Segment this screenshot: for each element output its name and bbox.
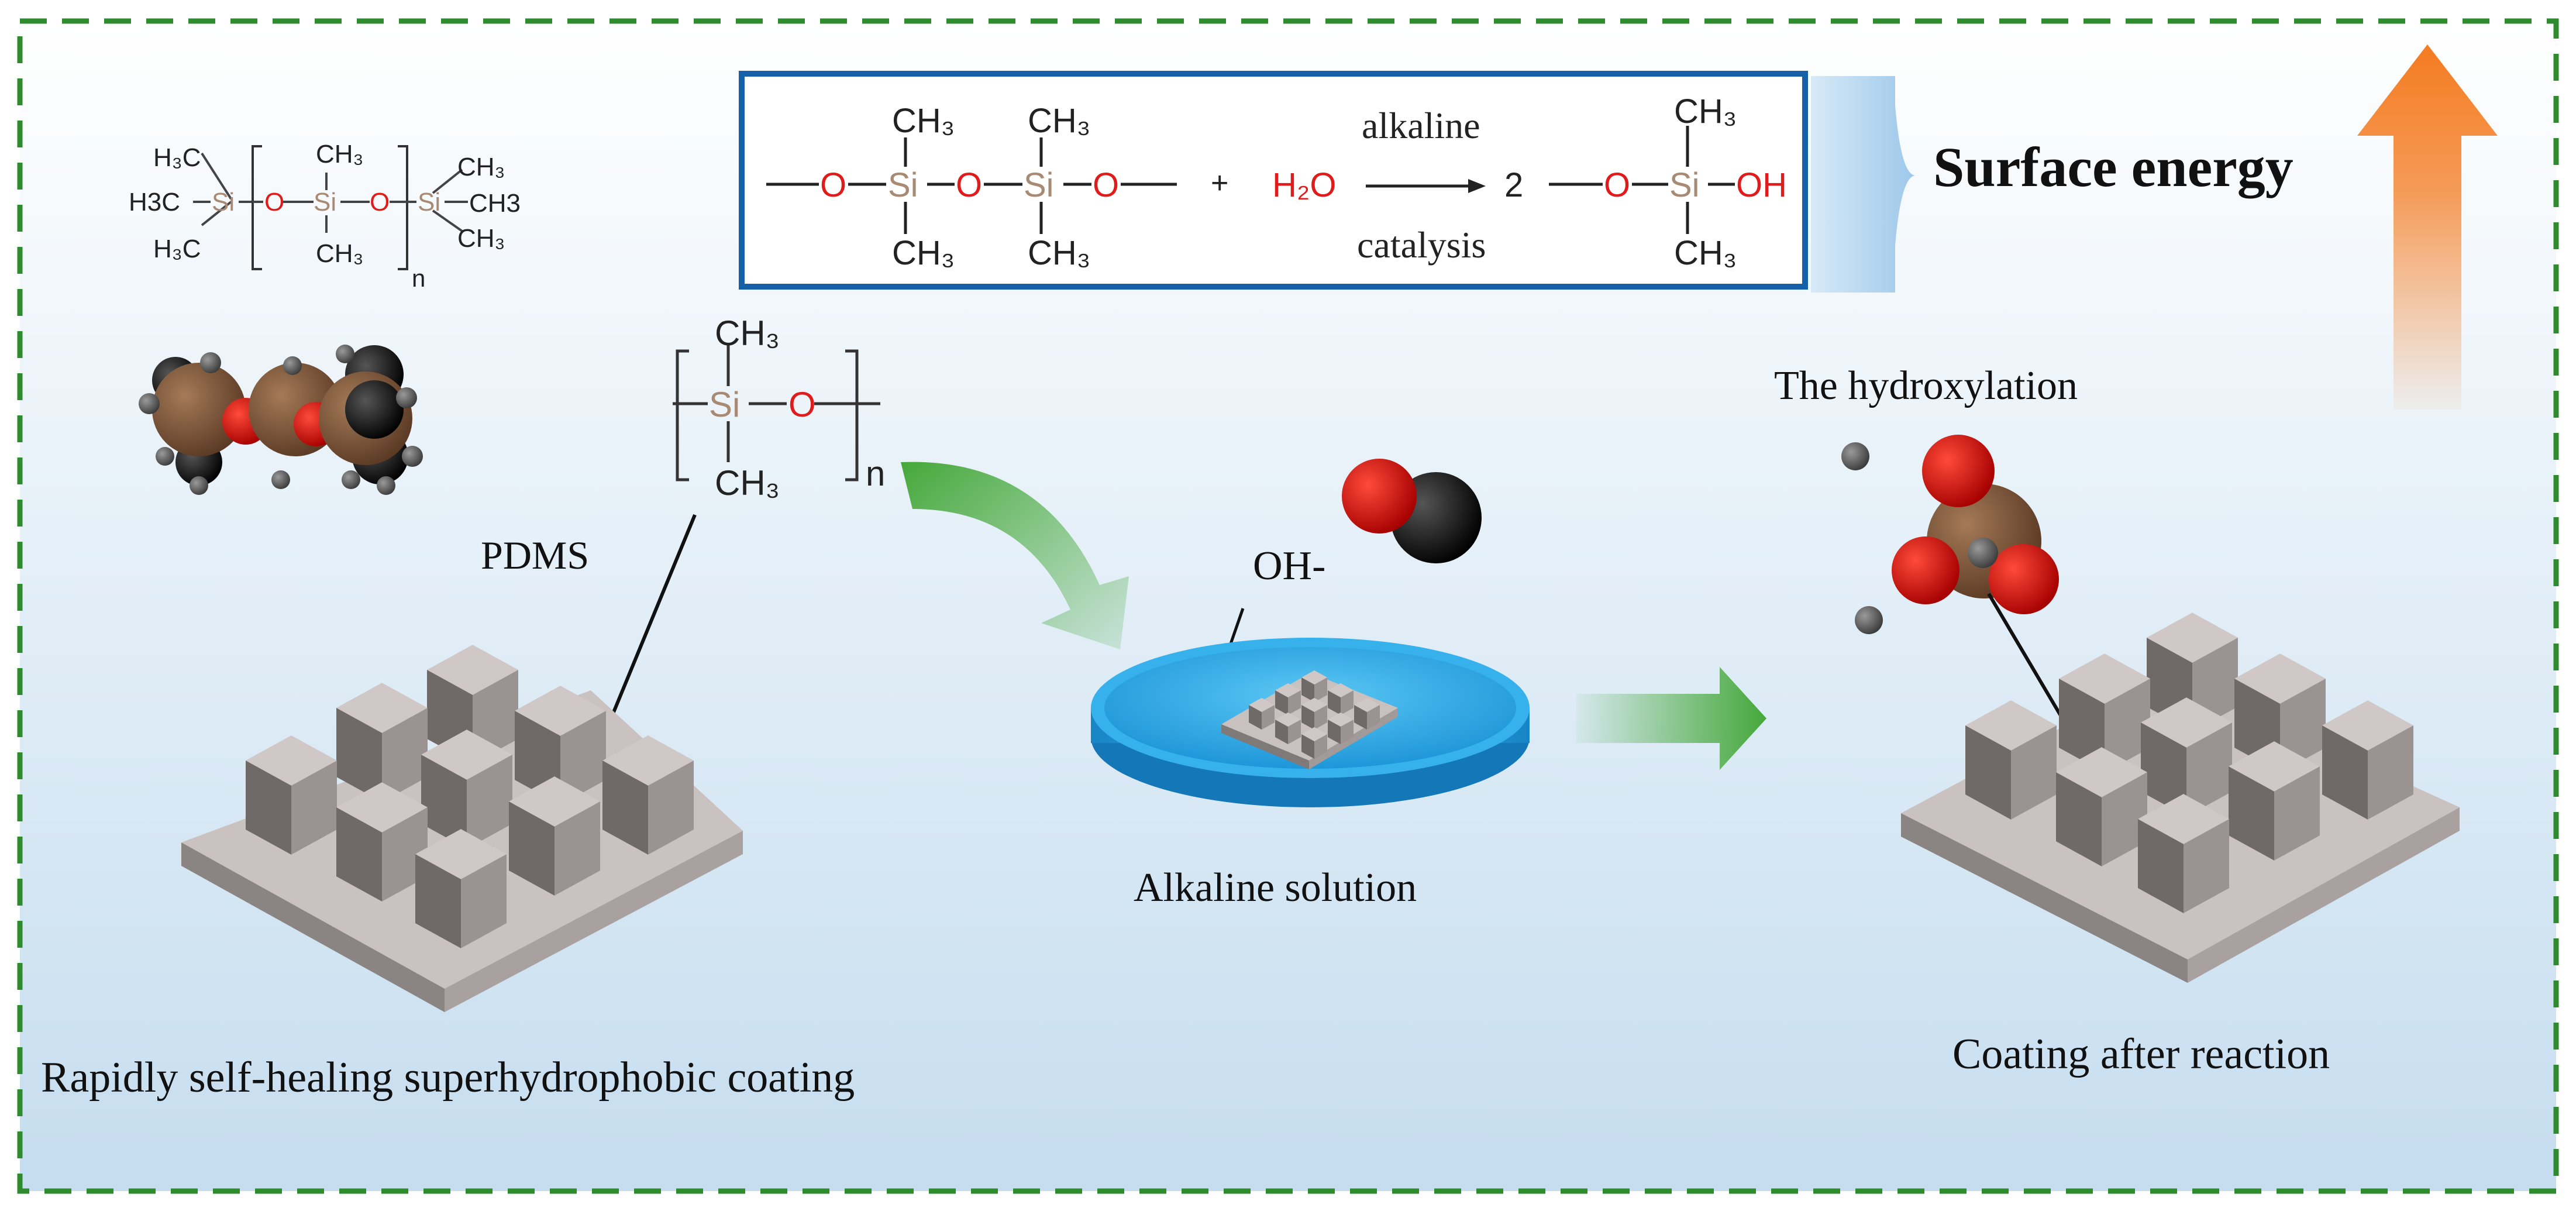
- left-pillar: [509, 776, 600, 896]
- formula-h3c-top: H₃C: [153, 143, 201, 172]
- product-oh: OH: [1736, 166, 1787, 204]
- pdms-si: Si: [709, 385, 740, 424]
- dish-pillar: [1275, 683, 1301, 715]
- dish-pillar: [1354, 697, 1380, 730]
- formula-si-1: Si: [212, 188, 235, 216]
- hydroxide-ball-model-icon: [1342, 459, 1482, 563]
- dish-pillar: [1301, 697, 1327, 730]
- left-pillar: [602, 735, 694, 855]
- right-pillar: [2056, 747, 2147, 866]
- product-ch3-a: CH₃: [1674, 92, 1737, 130]
- reactant-si-1: Si: [888, 166, 918, 204]
- product-ch3-b: CH₃: [1674, 234, 1737, 272]
- pdms-repeat-unit: Si CH₃ CH₃ O n: [673, 314, 885, 503]
- reactant-ch3-a: CH₃: [892, 102, 955, 140]
- dish-pillar: [1249, 697, 1275, 730]
- reactant-o-2: O: [956, 166, 982, 204]
- reaction-box: [739, 71, 1808, 290]
- reaction-condition-bottom: catalysis: [1357, 224, 1486, 266]
- dish-pillar: [1328, 712, 1354, 745]
- pdms-ch3-top: CH₃: [715, 314, 780, 353]
- formula-ch3-r3: CH₃: [457, 224, 505, 253]
- reactant-ch3-d: CH₃: [1028, 234, 1090, 272]
- left-pillar: [415, 829, 507, 948]
- siloxane-formula: H₃C H3C H₃C Si O Si CH₃ CH₃ O n Si CH₃ C…: [129, 140, 521, 292]
- reaction-plus: +: [1211, 166, 1228, 200]
- left-pillar: [246, 735, 337, 855]
- formula-h3c-bottom: H₃C: [153, 235, 201, 263]
- reaction-water: H₂O: [1272, 166, 1337, 204]
- formula-h3c: H3C: [129, 188, 180, 216]
- product-si: Si: [1669, 166, 1700, 204]
- coating-after-label: Coating after reaction: [1952, 1030, 2330, 1078]
- alkaline-solution-label: Alkaline solution: [1134, 865, 1417, 910]
- right-pillar: [2322, 700, 2413, 820]
- up-arrow-icon: [2357, 44, 2498, 410]
- right-pillar: [2141, 697, 2232, 817]
- left-pillar: [336, 782, 428, 902]
- right-pillar-array: [1965, 613, 2413, 913]
- hydroxylation-label: The hydroxylation: [1774, 363, 2078, 408]
- formula-repeat-n: n: [412, 264, 425, 292]
- left-pillar: [421, 730, 512, 849]
- pdms-o: O: [788, 385, 816, 424]
- reaction-equation: O Si CH₃ CH₃ O Si CH₃ CH₃ O + H₂O alkali…: [766, 92, 1787, 272]
- reactant-ch3-c: CH₃: [1028, 102, 1090, 140]
- left-pillar: [515, 686, 606, 805]
- reaction-condition-top: alkaline: [1362, 105, 1480, 146]
- hydroxide-label: OH-: [1253, 543, 1325, 589]
- reactant-o-3: O: [1093, 166, 1119, 204]
- left-pillar-array: [246, 645, 694, 948]
- formula-si-3: Si: [418, 188, 440, 216]
- right-pillar: [2229, 741, 2320, 861]
- formula-o-1: O: [264, 188, 284, 216]
- left-pillar: [336, 683, 428, 802]
- reactant-o-1: O: [820, 166, 846, 204]
- formula-ch3-r1: CH₃: [457, 153, 505, 181]
- pdms-ch3-bottom: CH₃: [715, 463, 780, 503]
- dish-pillar: [1328, 683, 1354, 715]
- dish-pillar-array: [1249, 670, 1380, 759]
- formula-ch3-bottom: CH₃: [316, 239, 363, 268]
- surface-energy-label: Surface energy: [1933, 136, 2293, 198]
- reaction-coefficient: 2: [1504, 166, 1523, 204]
- dashed-frame: [17, 18, 2559, 1194]
- formula-ch3-r2: CH3: [469, 189, 521, 218]
- reactant-ch3-b: CH₃: [892, 234, 955, 272]
- self-healing-coating-label: Rapidly self-healing superhydrophobic co…: [41, 1054, 855, 1102]
- green-curved-arrow-icon: [901, 462, 1129, 649]
- reactant-si-2: Si: [1024, 166, 1054, 204]
- pdms-n: n: [866, 454, 885, 493]
- formula-si-2: Si: [314, 188, 336, 216]
- pdms-ball-model-icon: [139, 345, 423, 495]
- dish-pillar: [1275, 712, 1301, 745]
- right-pillar: [2138, 794, 2229, 913]
- pdms-label: PDMS: [481, 533, 589, 577]
- silanol-ball-model-icon: [1841, 435, 2059, 634]
- surface-energy-brace: [1811, 76, 1916, 293]
- product-o: O: [1604, 166, 1630, 204]
- hydroxylation-leader-line: [1987, 593, 2067, 724]
- green-right-arrow-icon: [1576, 667, 1766, 770]
- right-pillar: [2059, 653, 2150, 773]
- formula-o-2: O: [370, 188, 390, 216]
- dish-pillar: [1301, 727, 1327, 759]
- formula-ch3-top: CH₃: [316, 140, 363, 168]
- right-pillar: [1965, 700, 2057, 820]
- dish-pillar: [1301, 670, 1327, 703]
